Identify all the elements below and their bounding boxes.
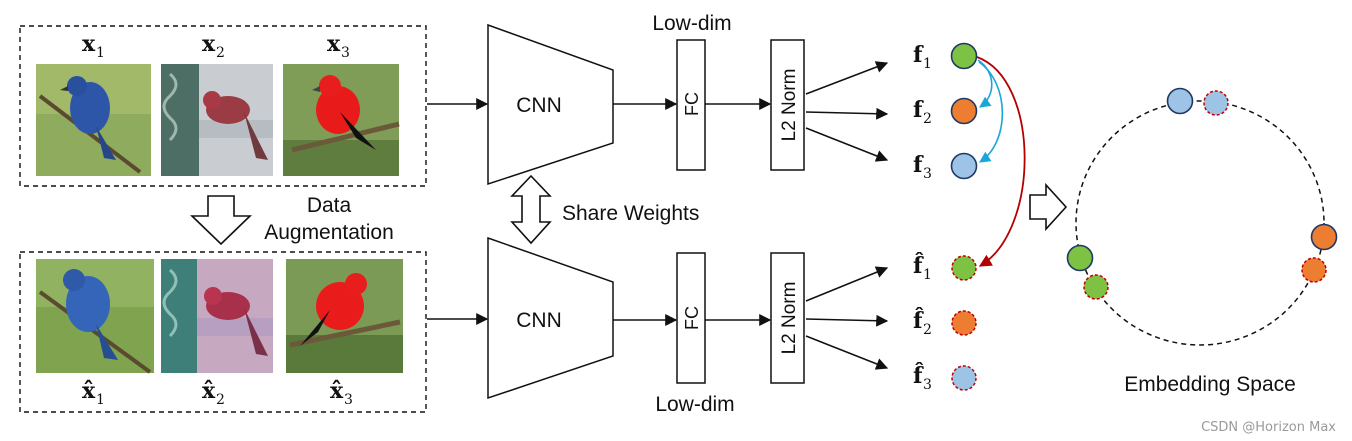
cnn-block-top bbox=[487, 23, 614, 186]
svg-text:1: 1 bbox=[96, 45, 105, 61]
augmentation-label-line2: Augmentation bbox=[264, 221, 394, 244]
embedding-space-label: Embedding Space bbox=[1124, 373, 1296, 396]
arrow-l2-to-fhat3 bbox=[805, 335, 889, 370]
embedding-node-blue bbox=[1166, 87, 1194, 115]
input-label-x1: x 1 bbox=[82, 31, 105, 61]
node-fhat3-blue bbox=[951, 365, 977, 391]
embedding-node-orange bbox=[1310, 223, 1338, 251]
embedding-node-blue-aug bbox=[1203, 90, 1229, 116]
l2norm-block-top bbox=[770, 39, 805, 171]
feature-label-f2: f 2 bbox=[913, 97, 932, 127]
embedding-space-circle bbox=[1075, 100, 1325, 346]
node-f3-blue bbox=[950, 152, 978, 180]
embedding-node-green-aug bbox=[1083, 274, 1109, 300]
arrow-l2-to-f3 bbox=[805, 127, 889, 162]
bird-aug-image-3 bbox=[286, 259, 403, 373]
augmentation-label-line1: Data bbox=[307, 194, 352, 217]
svg-text:3: 3 bbox=[923, 166, 932, 182]
negative-arrow-f1-to-f3 bbox=[978, 61, 1004, 163]
bird-image-3 bbox=[283, 64, 400, 176]
svg-text:f: f bbox=[913, 97, 924, 123]
embedding-node-green bbox=[1066, 244, 1094, 272]
l2norm-label-bottom: L2 Norm bbox=[779, 282, 800, 355]
augmentation-hollow-arrow bbox=[190, 195, 252, 246]
svg-text:2: 2 bbox=[923, 111, 932, 127]
input-label-xhat2: x̂ 2 bbox=[202, 378, 225, 408]
positive-arrow-f1-to-fhat1 bbox=[976, 56, 1026, 267]
feature-label-f1: f 1 bbox=[913, 42, 932, 72]
input-label-xhat1: x̂ 1 bbox=[82, 378, 105, 408]
hollow-right-arrow bbox=[1029, 182, 1068, 232]
svg-text:2: 2 bbox=[923, 322, 932, 338]
share-weights-double-arrow bbox=[510, 174, 552, 245]
fc-block-top bbox=[676, 39, 706, 171]
input-label-x2: x 2 bbox=[202, 31, 225, 61]
svg-text:2: 2 bbox=[216, 45, 225, 61]
l2norm-block-bottom bbox=[770, 252, 805, 384]
embedding-node-orange-aug bbox=[1301, 257, 1327, 283]
svg-text:1: 1 bbox=[96, 392, 105, 408]
cnn-label-top: CNN bbox=[516, 94, 562, 117]
svg-text:1: 1 bbox=[923, 56, 932, 72]
feature-label-fhat3: f̂ 3 bbox=[913, 363, 932, 393]
input-label-xhat3: x̂ 3 bbox=[330, 378, 353, 408]
fc-block-bottom bbox=[676, 252, 706, 384]
node-f1-green bbox=[950, 42, 978, 70]
svg-text:x: x bbox=[202, 31, 216, 57]
arrow-l2-to-f2 bbox=[805, 107, 889, 120]
arrow-l2-to-fhat1 bbox=[805, 266, 889, 302]
bird-image-2 bbox=[161, 64, 273, 176]
cnn-label-bottom: CNN bbox=[516, 309, 562, 332]
svg-text:x̂: x̂ bbox=[202, 378, 216, 404]
cnn-block-bottom bbox=[487, 236, 614, 400]
arrow-l2-to-f1 bbox=[805, 61, 889, 95]
svg-text:f̂: f̂ bbox=[913, 253, 924, 279]
svg-text:f̂: f̂ bbox=[913, 363, 924, 389]
svg-text:x: x bbox=[327, 31, 341, 57]
top-input-box bbox=[19, 25, 427, 187]
feature-label-f3: f 3 bbox=[913, 152, 932, 182]
watermark: CSDN @Horizon Max bbox=[1201, 420, 1336, 435]
lowdim-label-bottom: Low-dim bbox=[655, 393, 734, 416]
node-fhat1-green bbox=[951, 255, 977, 281]
share-weights-label: Share Weights bbox=[562, 202, 699, 225]
fc-label-bottom: FC bbox=[682, 306, 702, 330]
svg-text:1: 1 bbox=[923, 267, 932, 283]
l2norm-label-top: L2 Norm bbox=[779, 69, 800, 142]
fc-label-top: FC bbox=[682, 92, 702, 116]
node-f2-orange bbox=[950, 97, 978, 125]
svg-text:f: f bbox=[913, 42, 924, 68]
bottom-input-box bbox=[19, 251, 427, 413]
feature-label-fhat2: f̂ 2 bbox=[913, 308, 932, 338]
svg-text:3: 3 bbox=[341, 45, 350, 61]
lowdim-label-top: Low-dim bbox=[652, 12, 731, 35]
svg-text:3: 3 bbox=[344, 392, 353, 408]
input-label-x3: x 3 bbox=[327, 31, 350, 61]
bird-aug-image-2 bbox=[161, 259, 273, 373]
svg-text:x: x bbox=[82, 31, 96, 57]
svg-text:f: f bbox=[913, 152, 924, 178]
node-fhat2-orange bbox=[951, 310, 977, 336]
svg-text:x̂: x̂ bbox=[330, 378, 344, 404]
feature-label-fhat1: f̂ 1 bbox=[913, 253, 932, 283]
bird-aug-image-1 bbox=[36, 259, 154, 374]
svg-text:3: 3 bbox=[923, 377, 932, 393]
arrow-l2-to-fhat2 bbox=[805, 314, 889, 327]
svg-text:f̂: f̂ bbox=[913, 308, 924, 334]
svg-text:2: 2 bbox=[216, 392, 225, 408]
bird-image-1 bbox=[36, 64, 151, 176]
svg-text:x̂: x̂ bbox=[82, 378, 96, 404]
